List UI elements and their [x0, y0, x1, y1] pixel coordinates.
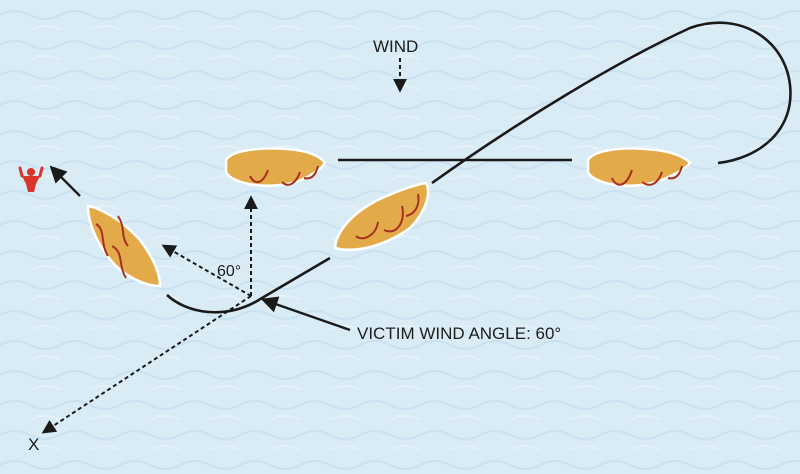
approach-dashed-arrow [41, 295, 252, 434]
wind-label: WIND [373, 37, 418, 56]
boat-left [86, 204, 162, 288]
person-in-water-icon [18, 166, 44, 192]
drift-arrow [49, 165, 81, 197]
boat-right [586, 147, 692, 187]
boat-track [166, 21, 792, 314]
victim-wind-angle-callout: VICTIM WIND ANGLE: 60° [357, 324, 561, 343]
angle-label: 60° [217, 263, 241, 280]
victim-bearing-dashed-arrow [161, 244, 252, 297]
boat-top-left [224, 147, 327, 187]
callout-pointer-arrow [260, 296, 351, 332]
x-mark-label: X [28, 435, 39, 454]
boat-center [333, 181, 430, 252]
